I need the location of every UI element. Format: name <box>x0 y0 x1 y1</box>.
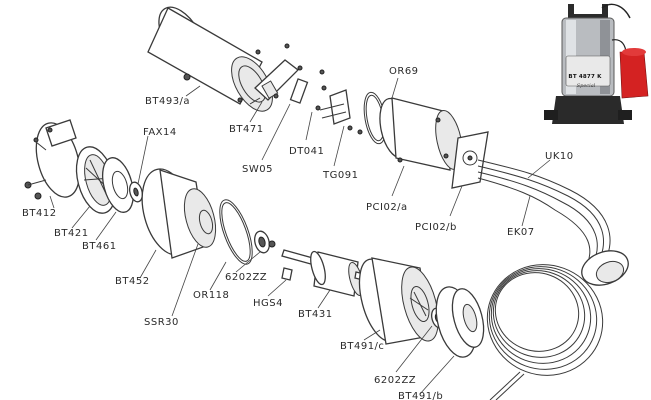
part-bt493a-motor-housing <box>147 6 290 112</box>
label-bt491b: BT491/b <box>398 391 444 400</box>
label-ssr30: SSR30 <box>144 317 179 328</box>
part-hgs4-key <box>281 267 293 281</box>
label-bt452: BT452 <box>115 276 150 287</box>
part-uk10-power-cable <box>477 159 611 275</box>
label-dt041: DT041 <box>289 146 325 157</box>
part-bt471-cap-cover <box>249 59 299 105</box>
product-photo: BT 4877 K Special <box>540 0 651 140</box>
label-bt491c: BT491/c <box>340 341 385 352</box>
part-or118-o-ring <box>219 199 253 265</box>
label-bt461: BT461 <box>82 241 117 252</box>
part-bt491c-stator-housing <box>358 257 439 345</box>
part-bt461-wear-plate <box>102 157 134 213</box>
leader-lines <box>49 77 551 395</box>
label-bt412: BT412 <box>22 208 57 219</box>
label-bt431: BT431 <box>298 309 333 320</box>
label-sw05: SW05 <box>242 164 273 175</box>
label-6202zz-lower: 6202ZZ <box>374 375 417 386</box>
pump-photo-illustration <box>544 3 649 124</box>
part-pci02b-plate <box>451 131 489 189</box>
label-bt421: BT421 <box>54 228 89 239</box>
label-or118: OR118 <box>193 290 230 301</box>
part-dt041-plate <box>289 65 327 111</box>
part-pci02a-upper-cover <box>379 97 463 171</box>
part-tg091-cable-gland <box>319 89 363 135</box>
label-6202zz-upper: 6202ZZ <box>225 272 268 283</box>
label-uk10: UK10 <box>545 151 574 162</box>
part-bt452-pump-body <box>141 168 217 259</box>
label-pci02a: PCI02/a <box>366 202 408 213</box>
part-bt412-base <box>24 119 81 200</box>
label-or69: OR69 <box>389 66 419 77</box>
label-tg091: TG091 <box>323 170 359 181</box>
label-fax14: FAX14 <box>143 127 177 138</box>
part-6202zz-bearing-upper <box>254 230 276 254</box>
part-bt431-rotor-shaft <box>281 249 373 297</box>
part-float-switch <box>581 250 629 286</box>
part-bt491b-end-cap <box>435 286 485 358</box>
label-pci02b: PCI02/b <box>415 222 457 233</box>
label-hgs4: HGS4 <box>253 298 283 309</box>
part-coiled-cable <box>486 264 604 400</box>
part-fax14-seal <box>129 181 143 203</box>
label-bt493a: BT493/a <box>145 96 191 107</box>
label-ek07: EK07 <box>507 227 535 238</box>
product-sub-text: Special <box>576 83 596 89</box>
label-bt471: BT471 <box>229 124 264 135</box>
product-model-text: BT 4877 K <box>568 74 602 80</box>
